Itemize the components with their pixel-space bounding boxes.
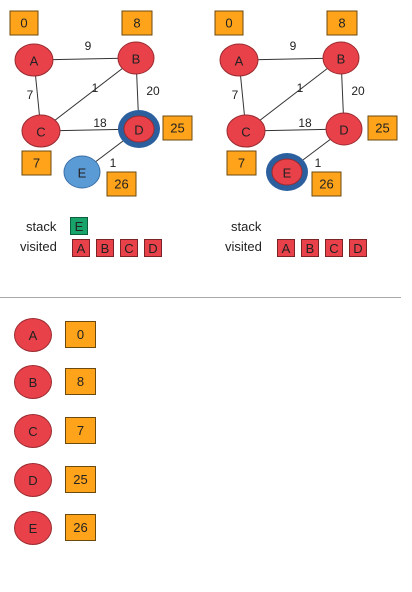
edge-b-c [245, 57, 342, 132]
node-e-distance-box [311, 171, 342, 197]
node-d-distance-box [162, 115, 193, 141]
section-divider [0, 297, 401, 298]
visited-item: D [349, 239, 367, 257]
node-c-distance-box [226, 150, 257, 176]
node-d [325, 112, 363, 146]
node-b [322, 41, 360, 75]
edge-weight-c-d: 18 [93, 116, 107, 130]
node-d-label: D [134, 123, 143, 138]
stack-label: stack [231, 219, 262, 234]
node-c-distance: 7 [238, 156, 245, 171]
node-c-distance-box [21, 150, 52, 176]
stack-label: stack [26, 219, 57, 234]
result-distance-e: 26 [65, 514, 96, 541]
result-distance-a: 0 [65, 321, 96, 348]
node-d-distance-box [367, 115, 398, 141]
visited-item: C [325, 239, 343, 257]
edge-weight-a-b: 9 [290, 39, 297, 53]
edge-b-c [40, 57, 137, 132]
node-a [219, 43, 259, 77]
result-node-b: B [14, 365, 52, 399]
visited-item: C [120, 239, 138, 257]
result-node-d: D [14, 463, 52, 497]
node-a-label: A [30, 54, 39, 69]
edge-weight-a-c: 7 [27, 88, 34, 102]
edge-weight-c-d: 18 [298, 116, 312, 130]
result-distance-b: 8 [65, 368, 96, 395]
node-a-distance-box [214, 10, 244, 36]
node-e [63, 155, 101, 189]
visited-label: visited [20, 239, 57, 254]
node-e-label: E [283, 166, 292, 181]
visited-item: D [144, 239, 162, 257]
edge-weight-a-b: 9 [85, 39, 92, 53]
edge-weight-a-c: 7 [232, 88, 239, 102]
edge-weight-b-c: 1 [297, 81, 304, 95]
node-c-distance: 7 [33, 156, 40, 171]
edge-weight-b-d: 20 [146, 84, 160, 98]
edge-weight-d-e: 1 [110, 156, 117, 170]
visited-item: A [277, 239, 295, 257]
node-e-distance-box [106, 171, 137, 197]
node-b [117, 41, 155, 75]
node-d-distance: 25 [170, 121, 184, 136]
result-node-c: C [14, 414, 52, 448]
node-a-distance-box [9, 10, 39, 36]
edge-weight-b-d: 20 [351, 84, 365, 98]
node-b-distance: 8 [133, 16, 140, 31]
node-b-label: B [132, 52, 141, 67]
node-c [226, 114, 266, 148]
edge-weight-d-e: 1 [315, 156, 322, 170]
edge-weight-b-c: 1 [92, 81, 99, 95]
node-d [123, 115, 155, 143]
node-b-label: B [337, 52, 346, 67]
result-distance-d: 25 [65, 466, 96, 493]
result-node-a: A [14, 318, 52, 352]
result-node-e: E [14, 511, 52, 545]
visited-item: B [301, 239, 319, 257]
result-row: E 26 [14, 509, 214, 545]
node-d-distance: 25 [375, 121, 389, 136]
node-c [21, 114, 61, 148]
stack-item: E [70, 217, 88, 235]
node-a-label: A [235, 54, 244, 69]
node-a [14, 43, 54, 77]
visited-item: A [72, 239, 90, 257]
node-a-distance: 0 [20, 16, 27, 31]
node-c-label: C [241, 125, 250, 140]
node-c-label: C [36, 125, 45, 140]
visited-label: visited [225, 239, 262, 254]
visited-item: B [96, 239, 114, 257]
node-d-label: D [339, 123, 348, 138]
node-b-distance: 8 [338, 16, 345, 31]
result-row: D 25 [14, 461, 214, 497]
node-e-distance: 26 [114, 177, 128, 192]
node-b-distance-box [121, 10, 153, 36]
node-b-distance-box [326, 10, 358, 36]
node-e-distance: 26 [319, 177, 333, 192]
node-a-distance: 0 [225, 16, 232, 31]
node-e [271, 158, 303, 186]
result-distance-c: 7 [65, 417, 96, 444]
node-e-label: E [78, 166, 87, 181]
